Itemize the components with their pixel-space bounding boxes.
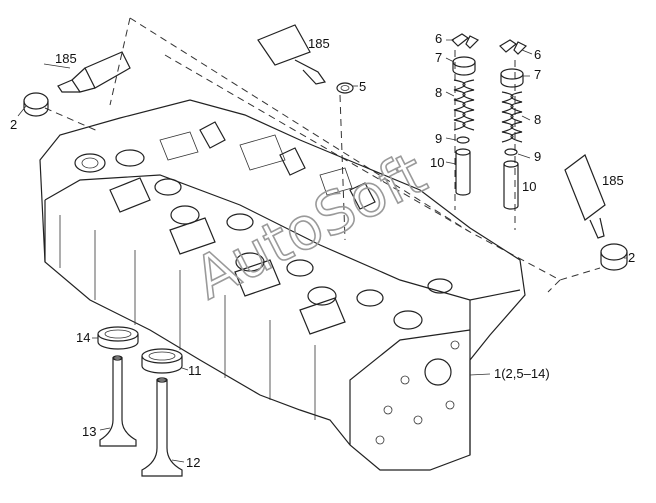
callout-tube-right: 185: [602, 173, 624, 188]
callout-seal-top: 5: [359, 79, 366, 94]
callout-spring-b: 8: [534, 112, 541, 127]
callout-insert-b: 14: [76, 330, 90, 345]
sealant-tube-left: [57, 51, 131, 93]
callout-guide-b: 10: [522, 179, 536, 194]
callout-retainer-a: 7: [435, 50, 442, 65]
callout-cap-right: 2: [628, 250, 635, 265]
valve-seat-insert-14: [97, 326, 139, 350]
sealant-tube-right: [564, 154, 606, 239]
callout-tube-left: 185: [55, 51, 77, 66]
sealant-tube-top: [257, 24, 327, 85]
callout-spring-a: 8: [435, 85, 442, 100]
callout-cap-left: 2: [10, 117, 17, 132]
callout-exhaust-valve: 12: [186, 455, 200, 470]
callout-tube-top: 185: [308, 36, 330, 51]
cap-right: [600, 243, 628, 271]
callout-assembly: 1(2,5–14): [494, 366, 550, 381]
leader-lines: [17, 39, 627, 463]
valve-train-stack-b: [499, 39, 528, 210]
callout-labels: 185 2 185 5 6 6 7 7 8 8 9 9 10 10 185 2 …: [10, 31, 635, 470]
valve-seat-insert-11: [141, 348, 183, 374]
callout-intake-valve: 13: [82, 424, 96, 439]
watermark-text: AutoSoft: [183, 139, 436, 313]
assembly-dashed-lines: [44, 17, 601, 293]
exhaust-valve-12: [141, 377, 183, 477]
callout-keeper-a: 6: [435, 31, 442, 46]
callout-keeper-b: 6: [534, 47, 541, 62]
callout-guide-a: 10: [430, 155, 444, 170]
valve-stem-seal-top: [336, 82, 354, 94]
callout-seal-b: 9: [534, 149, 541, 164]
callout-seal-a: 9: [435, 131, 442, 146]
valve-train-stack-a: [451, 33, 480, 196]
cylinder-head: [39, 99, 526, 471]
callout-retainer-b: 7: [534, 67, 541, 82]
intake-valve-13: [99, 355, 137, 447]
callout-insert-a: 11: [188, 363, 202, 378]
cap-left: [23, 92, 49, 117]
